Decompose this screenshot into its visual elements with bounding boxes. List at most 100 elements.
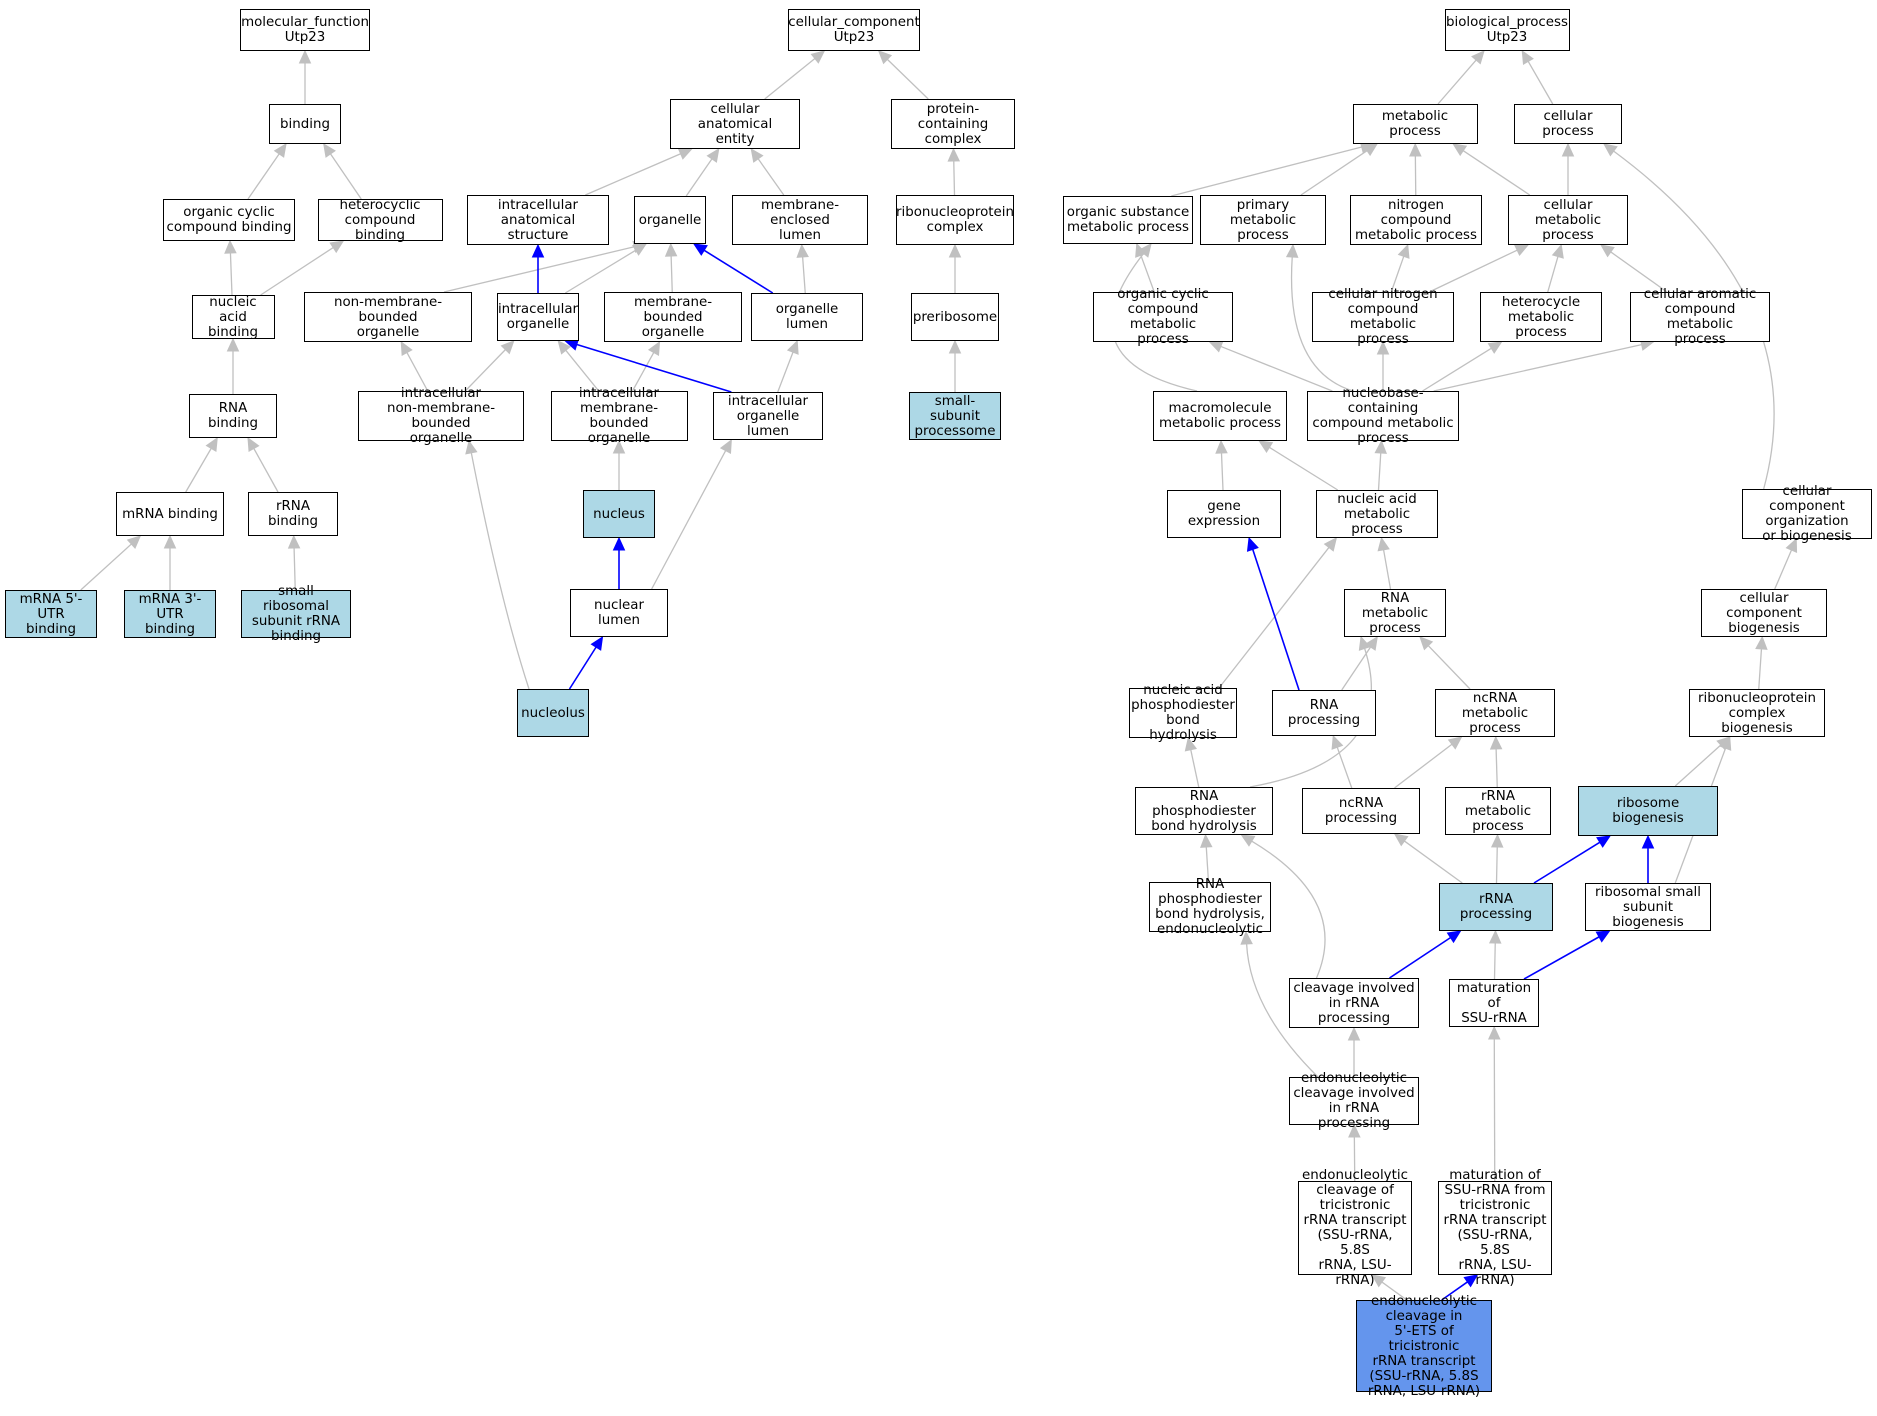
- go-term-node-focus[interactable]: endonucleolytic cleavage in 5'-ETS of tr…: [1356, 1294, 1492, 1399]
- go-term-node-preribosome[interactable]: preribosome: [911, 293, 999, 341]
- go-term-node-rna-proc[interactable]: RNA processing: [1272, 690, 1376, 736]
- go-term-node-cc-root[interactable]: cellular_component Utp23: [788, 9, 920, 51]
- arrowhead-pmp-to-met_proc: [1363, 143, 1378, 157]
- go-term-node-organelle[interactable]: organelle: [634, 196, 706, 244]
- go-term-node-namp[interactable]: nucleic acid metabolic process: [1316, 490, 1438, 538]
- go-term-node-org-cyc-bind[interactable]: organic cyclic compound binding: [163, 199, 295, 241]
- go-term-node-hetero-bind[interactable]: heterocyclic compound binding: [317, 198, 443, 243]
- go-term-node-cacmp[interactable]: cellular aromatic compound metabolic pro…: [1630, 287, 1770, 347]
- arrowhead-rna_proc-to-gene_expr: [1246, 536, 1259, 552]
- go-term-node-pmp[interactable]: primary metabolic process: [1200, 195, 1326, 245]
- go-term-node-binding[interactable]: binding: [269, 104, 341, 144]
- arrowhead-mrna5-to-mrna_bind: [126, 535, 142, 550]
- go-term-node-rrna-bind[interactable]: rRNA binding: [248, 492, 338, 536]
- arrowhead-nuc_acid_bind-to-org_cyc_bind: [224, 239, 237, 254]
- go-term-node-rnpcb[interactable]: ribonucleoprotein complex biogenesis: [1689, 689, 1825, 737]
- edge-inmbo-to-nmbo: [406, 352, 429, 392]
- arrowhead-endo_tri-to-endo_cleav: [1348, 1123, 1361, 1138]
- go-term-node-rnp-complex[interactable]: ribonucleoprotein complex: [896, 195, 1014, 245]
- edge-nbccmp-to-occmp: [1220, 345, 1333, 392]
- go-term-node-occmp[interactable]: organic cyclic compound metabolic proces…: [1093, 287, 1233, 347]
- go-term-node-rna-bind[interactable]: RNA binding: [189, 394, 277, 438]
- edge-ssu_rrna_bind-to-rrna_bind: [293, 547, 296, 591]
- go-term-node-iol[interactable]: intracellular organelle lumen: [713, 392, 823, 440]
- edge-hmp-to-cmp: [1547, 256, 1559, 293]
- go-term-node-mrna5[interactable]: mRNA 5'-UTR binding: [5, 590, 97, 638]
- arrowhead-nbccmp-to-cncmp: [1376, 340, 1390, 355]
- go-term-node-bp-root[interactable]: biological_process Utp23: [1444, 9, 1570, 51]
- go-term-node-rrnamp[interactable]: rRNA metabolic process: [1445, 787, 1551, 835]
- go-term-node-cmp[interactable]: cellular metabolic process: [1508, 195, 1628, 245]
- edge-rnapbh-to-rnamp: [1249, 648, 1373, 788]
- go-term-node-napbh[interactable]: nucleic acid phosphodiester bond hydroly…: [1129, 683, 1237, 743]
- go-term-node-rssb[interactable]: ribosomal small subunit biogenesis: [1585, 883, 1711, 931]
- go-term-node-macro[interactable]: macromolecule metabolic process: [1153, 391, 1287, 441]
- go-term-node-ncrna-proc[interactable]: ncRNA processing: [1302, 788, 1420, 834]
- go-term-node-gene-expr[interactable]: gene expression: [1167, 490, 1281, 538]
- arrowhead-ncrnamp-to-rnamp: [1419, 636, 1434, 651]
- edge-rnpcb-to-ccb: [1758, 648, 1763, 690]
- edge-endo_cleav-to-rnapbhe: [1245, 943, 1319, 1078]
- go-term-node-cell-proc[interactable]: cellular process: [1514, 104, 1622, 144]
- go-term-node-endo-cleav[interactable]: endonucleolytic cleavage involved in rRN…: [1289, 1071, 1419, 1131]
- go-term-node-ssu-rrna-bind[interactable]: small ribosomal subunit rRNA binding: [241, 584, 351, 644]
- arrowhead-mat_ssu-to-rrna_proc: [1488, 929, 1502, 944]
- go-term-node-rrna-proc[interactable]: rRNA processing: [1439, 883, 1553, 931]
- go-term-node-mat-ssu[interactable]: maturation of SSU-rRNA: [1449, 979, 1539, 1027]
- edge-mrna_bind-to-rna_bind: [185, 448, 212, 493]
- go-term-node-nuc-lumen[interactable]: nuclear lumen: [570, 589, 668, 637]
- go-term-node-endo-tri[interactable]: endonucleolytic cleavage of tricistronic…: [1298, 1168, 1412, 1288]
- go-term-node-mrna-bind[interactable]: mRNA binding: [116, 492, 224, 536]
- edge-nuc_acid_bind-to-hetero_bind: [260, 247, 334, 296]
- edge-mat_ssu-to-rrna_proc: [1493, 942, 1496, 980]
- arrowhead-rnapbh-to-rnamp: [1358, 635, 1371, 651]
- edge-rrna_bind-to-rna_bind: [253, 448, 279, 493]
- go-term-node-nbccmp[interactable]: nucleobase-containing compound metabolic…: [1307, 386, 1459, 446]
- go-term-node-nucleolus[interactable]: nucleolus: [517, 689, 589, 737]
- go-term-node-ccb[interactable]: cellular component biogenesis: [1701, 589, 1827, 637]
- go-term-node-ncmp[interactable]: nitrogen compound metabolic process: [1350, 195, 1482, 245]
- edge-rna_proc-to-gene_expr: [1251, 549, 1300, 691]
- go-term-node-cncmp[interactable]: cellular nitrogen compound metabolic pro…: [1312, 287, 1454, 347]
- go-term-node-mat-tri[interactable]: maturation of SSU-rRNA from tricistronic…: [1438, 1168, 1552, 1288]
- go-term-node-inmbo[interactable]: intracellular non-membrane-bounded organ…: [358, 386, 524, 446]
- edge-rnapbh-to-napbh: [1190, 749, 1200, 788]
- go-term-node-org-lumen[interactable]: organelle lumen: [751, 293, 863, 341]
- arrowhead-rnpcb-to-ccb: [1755, 635, 1768, 650]
- arrowhead-io-to-organelle: [632, 243, 648, 256]
- arrowhead-hetero_bind-to-binding: [323, 143, 336, 158]
- go-term-node-met-proc[interactable]: metabolic process: [1352, 104, 1478, 144]
- go-term-node-mel[interactable]: membrane-enclosed lumen: [732, 195, 868, 245]
- arrowhead-nuc_lumen-to-iol: [719, 438, 732, 454]
- edge-hetero_bind-to-binding: [329, 153, 362, 200]
- go-term-node-mf-root[interactable]: molecular_function Utp23: [240, 9, 370, 51]
- go-term-node-nmbo[interactable]: non-membrane-bounded organelle: [304, 292, 472, 342]
- go-term-node-rnamp[interactable]: RNA metabolic process: [1344, 589, 1446, 637]
- go-term-node-nucleus[interactable]: nucleus: [583, 490, 655, 538]
- go-term-node-mbo[interactable]: membrane-bounded organelle: [604, 292, 742, 342]
- go-term-node-osmp[interactable]: organic substance metabolic process: [1063, 196, 1193, 244]
- go-term-node-rib-bio[interactable]: ribosome biogenesis: [1578, 786, 1718, 836]
- edge-cncmp-to-ncmp: [1390, 256, 1405, 293]
- go-term-node-imbo[interactable]: intracellular membrane-bounded organelle: [550, 386, 688, 446]
- edge-ccb-to-ccob: [1774, 549, 1793, 590]
- edge-pcc-to-cc_root: [886, 58, 929, 100]
- arrowhead-nbccmp-to-pmp: [1285, 243, 1299, 258]
- go-term-node-rnapbhe[interactable]: RNA phosphodiester bond hydrolysis, endo…: [1149, 877, 1271, 937]
- go-term-node-rnapbh[interactable]: RNA phosphodiester bond hydrolysis: [1135, 787, 1273, 835]
- arrowhead-cncmp-to-ncmp: [1397, 243, 1410, 259]
- go-term-node-io[interactable]: intracellular organelle: [497, 293, 579, 341]
- go-term-node-cae[interactable]: cellular anatomical entity: [670, 99, 800, 149]
- go-term-node-ncrnamp[interactable]: ncRNA metabolic process: [1435, 689, 1555, 737]
- go-term-node-nuc-acid-bind[interactable]: nucleic acid binding: [191, 295, 275, 340]
- edge-namp-to-nbccmp: [1377, 452, 1382, 491]
- go-term-node-ias[interactable]: intracellular anatomical structure: [467, 195, 609, 245]
- arrowhead-cacmp-to-cmp: [1600, 244, 1615, 258]
- go-term-node-pcc[interactable]: protein-containing complex: [891, 99, 1015, 149]
- go-term-node-ssp[interactable]: small-subunit processome: [909, 392, 1001, 440]
- arrowhead-focus-to-endo_tri: [1371, 1274, 1387, 1288]
- go-term-node-ccob[interactable]: cellular component organization or bioge…: [1742, 484, 1872, 544]
- go-term-node-cleav[interactable]: cleavage involved in rRNA processing: [1289, 978, 1419, 1028]
- go-term-node-mrna3[interactable]: mRNA 3'-UTR binding: [124, 590, 216, 638]
- go-term-node-hmp[interactable]: heterocycle metabolic process: [1480, 292, 1602, 342]
